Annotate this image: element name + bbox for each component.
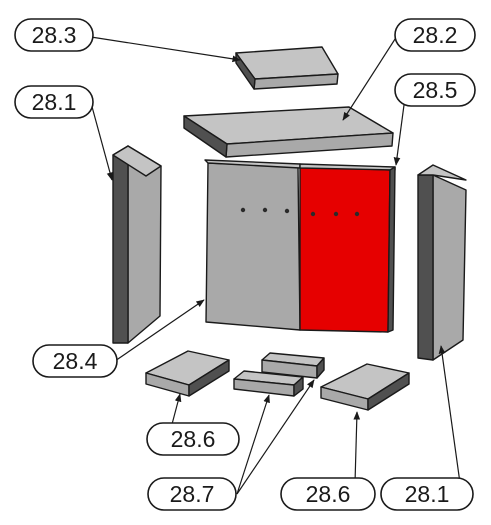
callout-28-4: 28.4 xyxy=(32,344,118,378)
mounting-hole xyxy=(310,211,316,217)
leader-28-2 xyxy=(342,35,398,121)
leader-28-1-right xyxy=(438,345,461,484)
part-28-4-back-panel xyxy=(204,159,301,331)
leader-28-7-b xyxy=(236,379,315,495)
callout-28-2-label: 28.2 xyxy=(413,22,458,48)
callout-28-4-label: 28.4 xyxy=(53,348,98,374)
callout-28-6-right: 28.6 xyxy=(280,477,376,511)
leader-28-1-left xyxy=(90,102,114,181)
callout-28-6-left-label: 28.6 xyxy=(171,426,216,452)
callout-28-2: 28.2 xyxy=(394,18,476,52)
part-28-7-upper-small-brick xyxy=(261,352,325,379)
part-28-5-back-panel-highlighted xyxy=(299,163,396,333)
leader-28-3 xyxy=(90,36,241,63)
part-28-6-left-floor-brick xyxy=(145,350,230,397)
callout-28-1-right-label: 28.1 xyxy=(405,481,450,507)
leader-lines xyxy=(90,35,461,495)
leader-28-6-right xyxy=(353,411,361,484)
callout-28-1-right: 28.1 xyxy=(380,477,474,511)
callout-28-1-left-label: 28.1 xyxy=(32,89,77,115)
part-28-1-right-side-stone xyxy=(417,164,467,361)
callout-28-7: 28.7 xyxy=(147,477,237,511)
mounting-hole xyxy=(284,208,290,214)
leader-28-7-a xyxy=(236,394,270,495)
part-28-6-right-floor-brick xyxy=(320,363,410,411)
mounting-hole xyxy=(240,207,246,213)
callout-28-6-right-label: 28.6 xyxy=(306,481,351,507)
part-28-7-lower-small-brick xyxy=(233,370,304,397)
part-28-2-top-slab xyxy=(183,106,394,158)
callout-28-3: 28.3 xyxy=(14,18,94,52)
callout-28-5-label: 28.5 xyxy=(413,77,458,103)
callout-28-7-label: 28.7 xyxy=(170,481,215,507)
callout-28-1-left: 28.1 xyxy=(14,85,94,119)
part-28-3-top-brick xyxy=(235,46,339,90)
mounting-hole xyxy=(333,211,339,217)
callout-28-5: 28.5 xyxy=(394,73,476,107)
callout-28-3-label: 28.3 xyxy=(32,22,77,48)
leader-28-4 xyxy=(114,299,205,362)
part-28-1-left-side-stone xyxy=(112,145,162,344)
mounting-hole xyxy=(262,207,268,213)
mounting-hole xyxy=(354,211,360,217)
callout-28-6-left: 28.6 xyxy=(146,422,240,456)
